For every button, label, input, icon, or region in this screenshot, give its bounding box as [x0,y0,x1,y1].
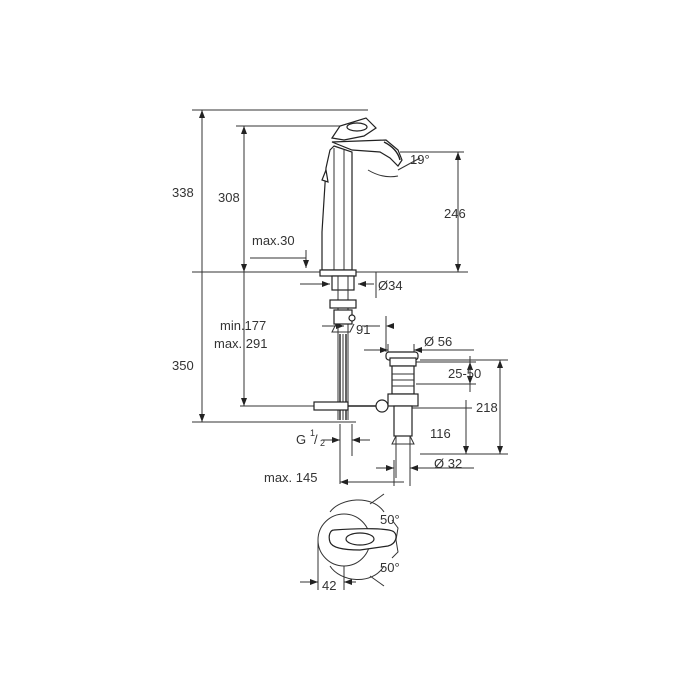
label-max-reach: max. 145 [264,470,317,485]
faucet-body [313,117,421,420]
dimension-arrows [199,110,503,585]
label-thread-prefix: G [296,432,306,447]
label-lever-angle-bottom: 50° [380,560,400,575]
label-offset: 91 [356,322,370,337]
label-spout-height: 246 [444,206,466,221]
label-spout-angle: 19° [410,152,430,167]
label-max-deck: max.30 [252,233,295,248]
waste-assembly [375,351,419,478]
dimension-lines [192,109,508,590]
label-waste-range: 25-50 [448,366,481,381]
label-min-hose: min.177 [220,318,266,333]
label-waste-height: 218 [476,400,498,415]
label-tail-length: 116 [430,426,451,441]
label-tail-diameter: Ø 32 [434,456,462,471]
top-view [317,493,399,587]
dimension-labels: 338 308 246 19° max.30 Ø34 min.177 max. … [172,152,498,593]
label-body-height: 308 [218,190,240,205]
label-hole-diameter: Ø34 [378,278,403,293]
label-thread-den: 2 [320,438,325,448]
label-lever-angle-top: 50° [380,512,400,527]
label-thread-num: 1 [310,428,315,438]
label-max-hose: max. 291 [214,336,267,351]
label-total-height: 338 [172,185,194,200]
label-thread-slash: / [314,432,318,447]
label-waste-diameter: Ø 56 [424,334,452,349]
label-below-deck: 350 [172,358,194,373]
label-base-depth: 42 [322,578,336,593]
